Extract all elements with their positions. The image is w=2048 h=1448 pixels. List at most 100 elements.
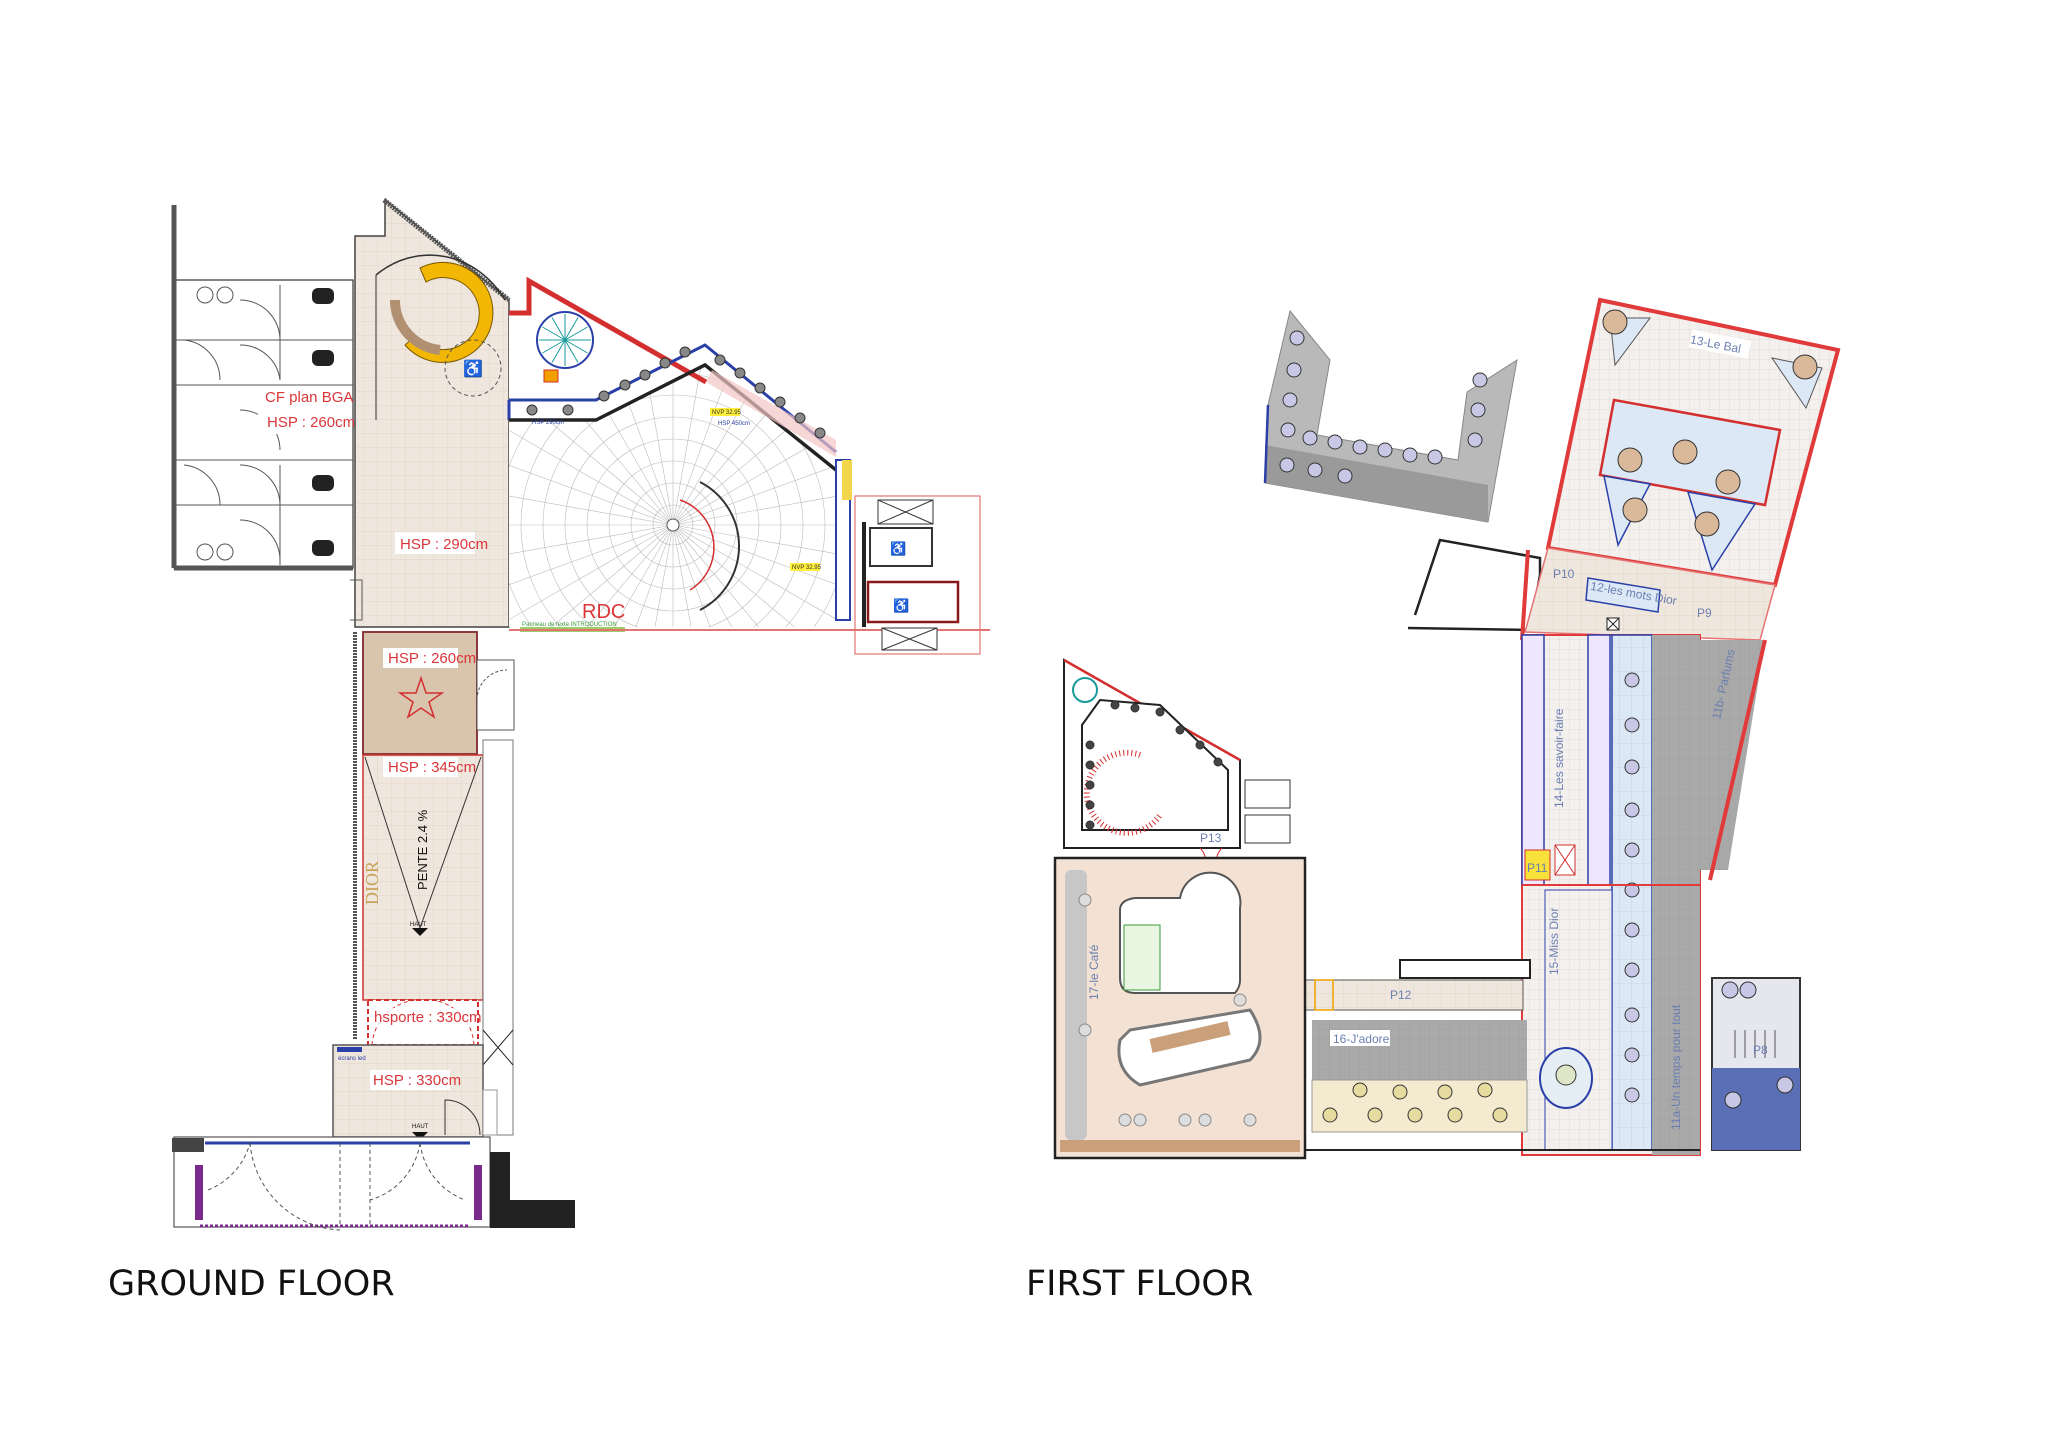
door-height-label: hsporte : 330cm bbox=[374, 1009, 482, 1026]
display-pedestal bbox=[1302, 430, 1318, 446]
stair-step bbox=[564, 339, 588, 354]
display-pedestal bbox=[1447, 1107, 1463, 1123]
stair-step bbox=[542, 339, 566, 354]
label-p10: P10 bbox=[1553, 567, 1575, 581]
display-pedestal bbox=[1327, 434, 1343, 450]
display-pedestal bbox=[1195, 740, 1205, 750]
spotlight bbox=[754, 382, 766, 394]
room-jadore: 16-J'adore bbox=[1306, 1020, 1536, 1151]
toilets-block: CF plan BGA HSP : 260cm bbox=[171, 205, 355, 571]
spotlight bbox=[562, 404, 574, 416]
stair-step bbox=[551, 339, 566, 363]
nvp-label-2: NVP 32.95 bbox=[792, 565, 822, 571]
grid-ray bbox=[509, 524, 674, 627]
label-p11: P11 bbox=[1527, 861, 1548, 875]
display-pedestal bbox=[1352, 439, 1368, 455]
label-p8: P8 bbox=[1753, 1043, 1768, 1057]
up-arrow-label-2: HAUT bbox=[412, 1124, 429, 1130]
display-pedestal bbox=[1085, 800, 1095, 810]
grid-ray bbox=[509, 524, 674, 627]
display-pedestal bbox=[1624, 922, 1640, 938]
display-pedestal bbox=[1602, 309, 1628, 335]
display-pedestal bbox=[1715, 469, 1741, 495]
ramp-corridor: HSP : 345cm PENTE 2.4 % DIOR HAUT bbox=[353, 632, 514, 1136]
display-pedestal bbox=[1624, 759, 1640, 775]
display-pedestal bbox=[1352, 1082, 1368, 1098]
room-p8: P8 bbox=[1711, 977, 1801, 1151]
display-pedestal bbox=[1213, 757, 1223, 767]
grid-ray bbox=[570, 524, 674, 627]
ground-floor-plan: CF plan BGA HSP : 260cm ♿ HSP : 290cm bbox=[108, 198, 990, 1304]
hsp-toilets-label: HSP : 260cm bbox=[267, 414, 355, 431]
display-pedestal bbox=[1776, 1076, 1794, 1094]
elevator-accessible-icon-2: ♿ bbox=[893, 598, 909, 613]
grid-ray bbox=[672, 524, 836, 627]
grid-ray bbox=[509, 524, 674, 578]
display-pedestal bbox=[1085, 740, 1095, 750]
star-icon bbox=[397, 675, 445, 719]
hsp-entrance-label: HSP : 330cm bbox=[373, 1072, 461, 1089]
stair-step bbox=[564, 317, 579, 341]
spotlight bbox=[619, 379, 631, 391]
label-p9: P9 bbox=[1697, 606, 1712, 620]
display-pedestal bbox=[1492, 1107, 1508, 1123]
label-savoir-faire: 14-Les savoir-faire bbox=[1552, 708, 1566, 808]
display-pedestal bbox=[1739, 981, 1757, 999]
grid-ray bbox=[509, 422, 674, 526]
slope-label: PENTE 2.4 % bbox=[415, 809, 430, 890]
stair-step bbox=[564, 326, 588, 341]
nvp-label-1: NVP 32.95 bbox=[712, 410, 742, 416]
elevators: ♿ ♿ bbox=[854, 495, 981, 655]
room-le-bal: 13-Le Bal bbox=[1545, 297, 1841, 588]
rdc-label: RDC bbox=[582, 601, 625, 623]
first-floor-title: FIRST FLOOR bbox=[1026, 1264, 1253, 1304]
display-pedestal bbox=[1402, 447, 1418, 463]
display-pedestal bbox=[1624, 1047, 1640, 1063]
display-pedestal bbox=[1367, 1107, 1383, 1123]
display-pedestal bbox=[1694, 511, 1720, 537]
vestibule bbox=[172, 1136, 575, 1231]
display-pedestal bbox=[1175, 725, 1185, 735]
display-pedestal bbox=[1407, 1107, 1423, 1123]
display-pedestal bbox=[1624, 1007, 1640, 1023]
display-pedestal bbox=[1110, 700, 1120, 710]
grid-ray bbox=[672, 524, 824, 627]
display-pedestal bbox=[1624, 842, 1640, 858]
spotlight bbox=[814, 427, 826, 439]
grid-ray bbox=[672, 472, 836, 526]
display-pedestal bbox=[1130, 703, 1140, 713]
display-pedestal bbox=[1279, 457, 1295, 473]
display-pedestal bbox=[1672, 439, 1698, 465]
grey-gallery bbox=[1263, 309, 1518, 523]
display-pedestal bbox=[1322, 1107, 1338, 1123]
display-pedestal bbox=[1472, 372, 1488, 388]
spotlight bbox=[526, 404, 538, 416]
display-pedestal bbox=[1467, 432, 1483, 448]
grid-ray bbox=[509, 524, 674, 627]
annex-outline bbox=[1407, 538, 1542, 632]
ground-floor-title: GROUND FLOOR bbox=[108, 1264, 395, 1304]
grid-ray bbox=[509, 472, 674, 526]
hsp-gallery-label: HSP 290cm bbox=[532, 420, 564, 426]
label-jadore: 16-J'adore bbox=[1333, 1032, 1390, 1046]
grid-ray bbox=[672, 422, 836, 526]
grid-ray bbox=[672, 524, 726, 627]
stair-step bbox=[564, 339, 579, 363]
display-pedestal bbox=[1622, 497, 1648, 523]
display-pedestal bbox=[1085, 780, 1095, 790]
display-pedestal bbox=[1624, 717, 1640, 733]
display-pedestal bbox=[1617, 447, 1643, 473]
junction-area: P10 12-les mots Dior P9 bbox=[1520, 547, 1776, 641]
display-pedestal bbox=[1282, 392, 1298, 408]
display-pedestal bbox=[1085, 760, 1095, 770]
spotlight bbox=[659, 357, 671, 369]
first-floor-rotunda: P13 bbox=[1063, 658, 1291, 869]
room-cafe: 17-le Café bbox=[1053, 856, 1307, 1160]
spotlights bbox=[526, 346, 826, 439]
hsp-rotunda-label: HSP 450cm bbox=[718, 421, 750, 427]
display-pedestal bbox=[1427, 449, 1443, 465]
display-pedestal bbox=[1470, 402, 1486, 418]
parfums-gallery: 11b- Parfums bbox=[1700, 639, 1767, 881]
label-temps-pour-tout: 11a-Un temps pour tout bbox=[1669, 1004, 1683, 1130]
grid-ray bbox=[522, 524, 674, 627]
